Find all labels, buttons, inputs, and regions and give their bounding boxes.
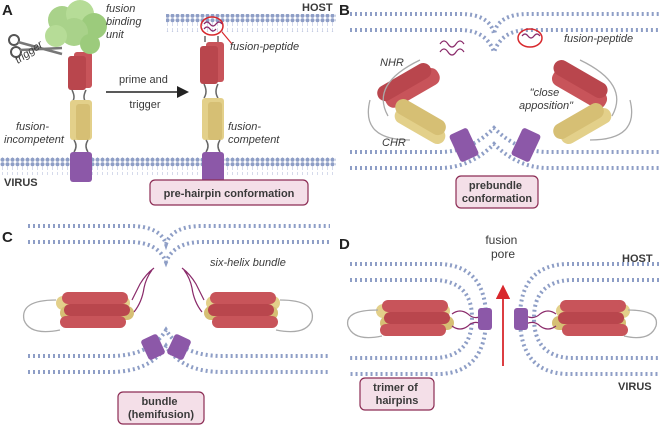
- panel-c: C six-helix bundle bundle (hem: [2, 224, 330, 425]
- loops-d: [346, 309, 658, 339]
- chr-label: CHR: [382, 137, 406, 149]
- panel-letter-a: A: [2, 2, 13, 19]
- panel-b: B NHR: [339, 2, 659, 209]
- fused-membrane-right-outer: [517, 262, 659, 376]
- virus-label-a: VIRUS: [4, 177, 38, 189]
- virus-membrane: [0, 157, 336, 175]
- bundle-label: bundle (hemifusion): [128, 396, 194, 421]
- six-helix-bundle-right: [204, 292, 280, 328]
- trimer-label: trimer of hairpins: [373, 382, 421, 407]
- virus-membrane-b-outer: [350, 141, 659, 170]
- loops-right: [275, 299, 314, 333]
- fusion-peptide-left: [439, 40, 465, 56]
- virus-membrane-c-inner: [28, 326, 330, 358]
- host-membrane-c-outer: [28, 224, 330, 251]
- panel-letter-b: B: [339, 2, 350, 19]
- panel-letter-c: C: [2, 229, 13, 246]
- prebundle-label: prebundle conformation: [462, 180, 533, 205]
- scissors-icon: [8, 34, 63, 58]
- fused-membrane-left-inner: [350, 278, 475, 360]
- prebundle-box: [455, 175, 539, 209]
- fusion-protein-incompetent: [68, 52, 92, 182]
- nhr-helices-right: [551, 60, 608, 109]
- host-membrane-b-outer: [350, 12, 659, 35]
- fusion-protein-competent: [200, 16, 224, 182]
- virus-membrane-b-inner: [350, 125, 659, 154]
- fusion-pore-label: fusion pore: [485, 233, 520, 261]
- fusion-binding-unit-cloud: [45, 0, 107, 54]
- host-label-a: HOST: [302, 2, 333, 14]
- peptide-linkers-d: [451, 310, 557, 330]
- nhr-helices-left: [377, 63, 440, 108]
- bundle-box: [117, 391, 205, 425]
- virus-label-d: VIRUS: [618, 381, 652, 393]
- pre-hairpin-label: pre-hairpin conformation: [164, 188, 295, 200]
- trimer-box: [359, 377, 435, 411]
- trimer-hairpin-left: [376, 300, 454, 336]
- fusion-incompetent-label: fusion- incompetent: [4, 121, 65, 146]
- pre-hairpin-box: [149, 179, 309, 206]
- six-helix-bundle-left: [56, 292, 134, 328]
- host-membrane-b-inner: [350, 28, 659, 58]
- host-label-d: HOST: [622, 253, 653, 265]
- host-membrane-c-inner: [28, 240, 330, 268]
- nhr-label: NHR: [380, 57, 404, 69]
- linker-right: [579, 59, 633, 141]
- close-apposition-label: "close apposition": [519, 87, 574, 112]
- host-membrane: [166, 14, 336, 32]
- fusion-binding-unit-label: fusion binding unit: [106, 3, 145, 41]
- tm-domain-d-right: [514, 308, 528, 330]
- fusion-peptide-right: [521, 33, 541, 39]
- linker-left: [367, 59, 421, 141]
- six-helix-bundle-label: six-helix bundle: [210, 257, 286, 269]
- virus-membrane-c-outer: [28, 342, 330, 374]
- panel-a: A fusion: [0, 0, 336, 206]
- chr-helices-left: [394, 99, 446, 144]
- fusion-competent-label: fusion- competent: [228, 121, 280, 146]
- tm-domain-c-right: [167, 334, 191, 360]
- peptide-linkers-left: [131, 267, 155, 313]
- trimer-hairpin-right: [552, 300, 630, 336]
- prime-and-trigger-label: prime and trigger: [119, 74, 171, 111]
- tm-domain-d-left: [478, 308, 492, 330]
- panel-letter-d: D: [339, 236, 350, 253]
- tm-domain-left: [449, 128, 479, 162]
- peptide-linkers-right: [181, 267, 205, 313]
- tm-domain-right: [511, 128, 541, 162]
- fusion-peptide-label-a: fusion-peptide: [230, 41, 299, 53]
- chr-helices-right: [553, 103, 612, 144]
- fusion-peptide-label-b: fusion-peptide: [564, 33, 633, 45]
- panel-d: D fusion pore HOST VIRUS: [339, 233, 659, 411]
- fusion-peptide-highlight: [517, 28, 543, 48]
- tm-domain-c-left: [141, 334, 165, 360]
